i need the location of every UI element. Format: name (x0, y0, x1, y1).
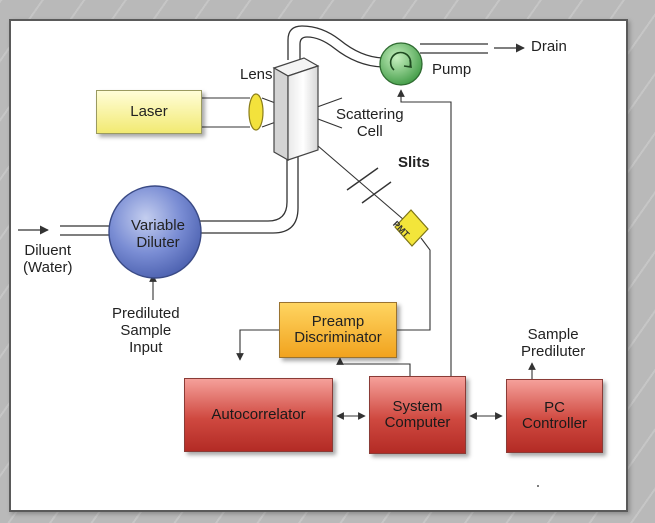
variable-diluter-label: Variable Diluter (131, 217, 185, 252)
pmt-detector (394, 209, 429, 247)
lens (248, 93, 264, 131)
scattering-cell-label: Scattering Cell (336, 106, 404, 140)
laser-box: Laser (96, 90, 202, 134)
prediluted-sample-label: Prediluted Sample Input (112, 305, 180, 356)
variable-diluter (108, 185, 202, 279)
pump (379, 42, 423, 86)
stray-dot (537, 485, 539, 487)
sample-prediluter-label: Sample Prediluter (521, 326, 586, 360)
slits-label: Slits (398, 154, 430, 171)
sample-tube (196, 152, 299, 234)
drain-tube (420, 43, 525, 54)
pump-rotation-icon (389, 51, 412, 71)
scattered-beam (317, 145, 405, 221)
lens-label: Lens (240, 66, 273, 83)
diluent-label: Diluent (Water) (23, 242, 73, 276)
pmt-signal-line (397, 237, 431, 331)
scattering-cell (272, 57, 320, 162)
system-computer-box: System Computer (369, 376, 466, 454)
slits (346, 167, 392, 204)
drain-label: Drain (531, 38, 567, 55)
preamp-to-autocorrelator (236, 329, 279, 361)
pump-label: Pump (432, 61, 472, 78)
computer-to-pump (397, 89, 452, 376)
preamp-discriminator-box: Preamp Discriminator (279, 302, 397, 358)
computer-to-preamp (336, 357, 411, 376)
autocorrelator-box: Autocorrelator (184, 378, 333, 452)
drain-tube-upper (287, 25, 386, 68)
diluent-tube (18, 225, 118, 236)
laser-beam (202, 97, 343, 129)
pc-controller-box: PC Controller (506, 379, 603, 453)
